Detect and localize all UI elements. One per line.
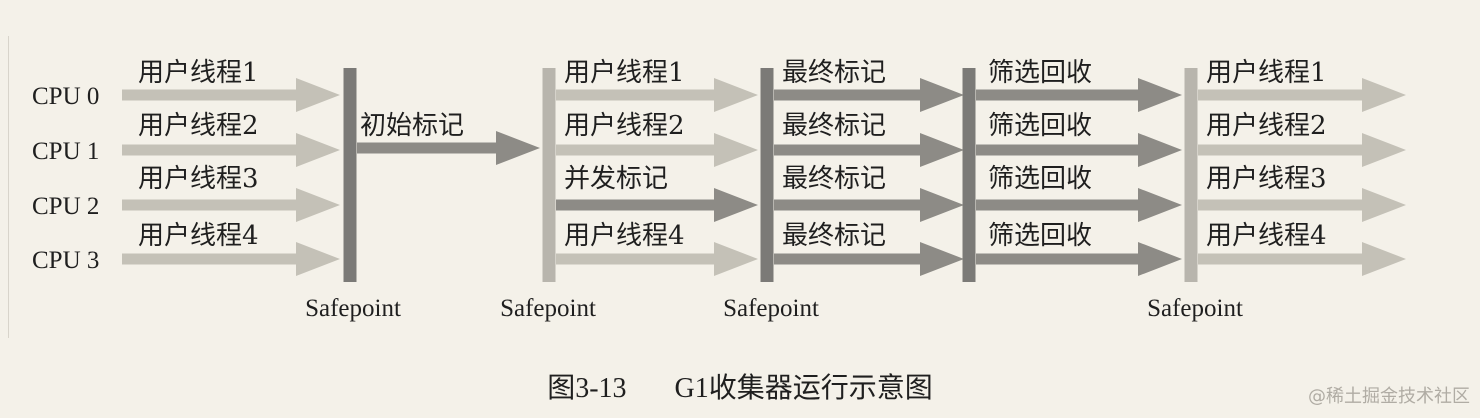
caption-title: G1收集器运行示意图 (674, 373, 933, 404)
cpu-label: CPU 0 (32, 83, 99, 110)
phase-label: 用户线程4 (564, 221, 685, 251)
arrow-user-thread (1198, 78, 1406, 112)
arrow-user-thread (556, 78, 758, 112)
arrow-user-thread (122, 188, 340, 222)
arrow-initial-mark (357, 131, 540, 165)
arrow-user-thread (1198, 133, 1406, 167)
safepoint-label: Safepoint (1147, 295, 1243, 322)
arrow-final-mark (774, 188, 964, 222)
arrow-user-thread (122, 242, 340, 276)
arrow-evacuation (976, 242, 1182, 276)
phase-label: 筛选回收 (988, 111, 1092, 141)
arrow-user-thread (122, 133, 340, 167)
safepoint-label: Safepoint (305, 295, 401, 322)
cpu-label: CPU 2 (32, 193, 99, 220)
phase-label: 筛选回收 (988, 58, 1092, 88)
caption-figure-number: 图3-13 (547, 373, 627, 404)
safepoint-label: Safepoint (723, 295, 819, 322)
phase-label: 用户线程1 (564, 58, 685, 88)
cpu-label: CPU 3 (32, 247, 99, 274)
phase-label: 用户线程4 (1206, 221, 1327, 251)
figure-caption: 图3-13 G1收集器运行示意图 (0, 366, 1480, 406)
arrow-final-mark (774, 242, 964, 276)
left-border-line (8, 36, 9, 338)
safepoint-bar (343, 68, 357, 282)
safepoint-bar (542, 68, 556, 282)
phase-label: 最终标记 (782, 111, 886, 141)
phase-label: 筛选回收 (988, 164, 1092, 194)
phase-label: 用户线程2 (564, 111, 685, 141)
phase-label: 最终标记 (782, 221, 886, 251)
arrow-final-mark (774, 133, 964, 167)
watermark-text: @稀土掘金技术社区 (1308, 386, 1470, 407)
phase-label: 初始标记 (360, 111, 464, 141)
arrow-user-thread (1198, 188, 1406, 222)
cpu-label: CPU 1 (32, 138, 99, 165)
phase-label: 并发标记 (564, 164, 668, 194)
phase-label: 筛选回收 (988, 221, 1092, 251)
arrow-evacuation (976, 133, 1182, 167)
arrow-user-thread (556, 242, 758, 276)
arrow-evacuation (976, 78, 1182, 112)
g1-collector-diagram: CPU 0 CPU 1 CPU 2 CPU 3 用户线程1 用户线程2 用户线程3 用户线程4… (32, 58, 1406, 322)
safepoint-label: Safepoint (500, 295, 596, 322)
arrow-final-mark (774, 78, 964, 112)
arrow-concurrent-mark (556, 188, 758, 222)
safepoint-bar (760, 68, 774, 282)
phase-label: 最终标记 (782, 164, 886, 194)
phase-label: 用户线程3 (138, 164, 259, 194)
phase-label: 最终标记 (782, 58, 886, 88)
arrow-user-thread (122, 78, 340, 112)
phase-label: 用户线程1 (1206, 58, 1327, 88)
phase-label: 用户线程1 (138, 58, 259, 88)
arrow-evacuation (976, 188, 1182, 222)
phase-label: 用户线程3 (1206, 164, 1327, 194)
phase-label: 用户线程2 (1206, 111, 1327, 141)
phase-label: 用户线程4 (138, 221, 259, 251)
safepoint-bar (962, 68, 976, 282)
safepoint-bar (1184, 68, 1198, 282)
arrow-user-thread (556, 133, 758, 167)
phase-label: 用户线程2 (138, 111, 259, 141)
arrow-user-thread (1198, 242, 1406, 276)
